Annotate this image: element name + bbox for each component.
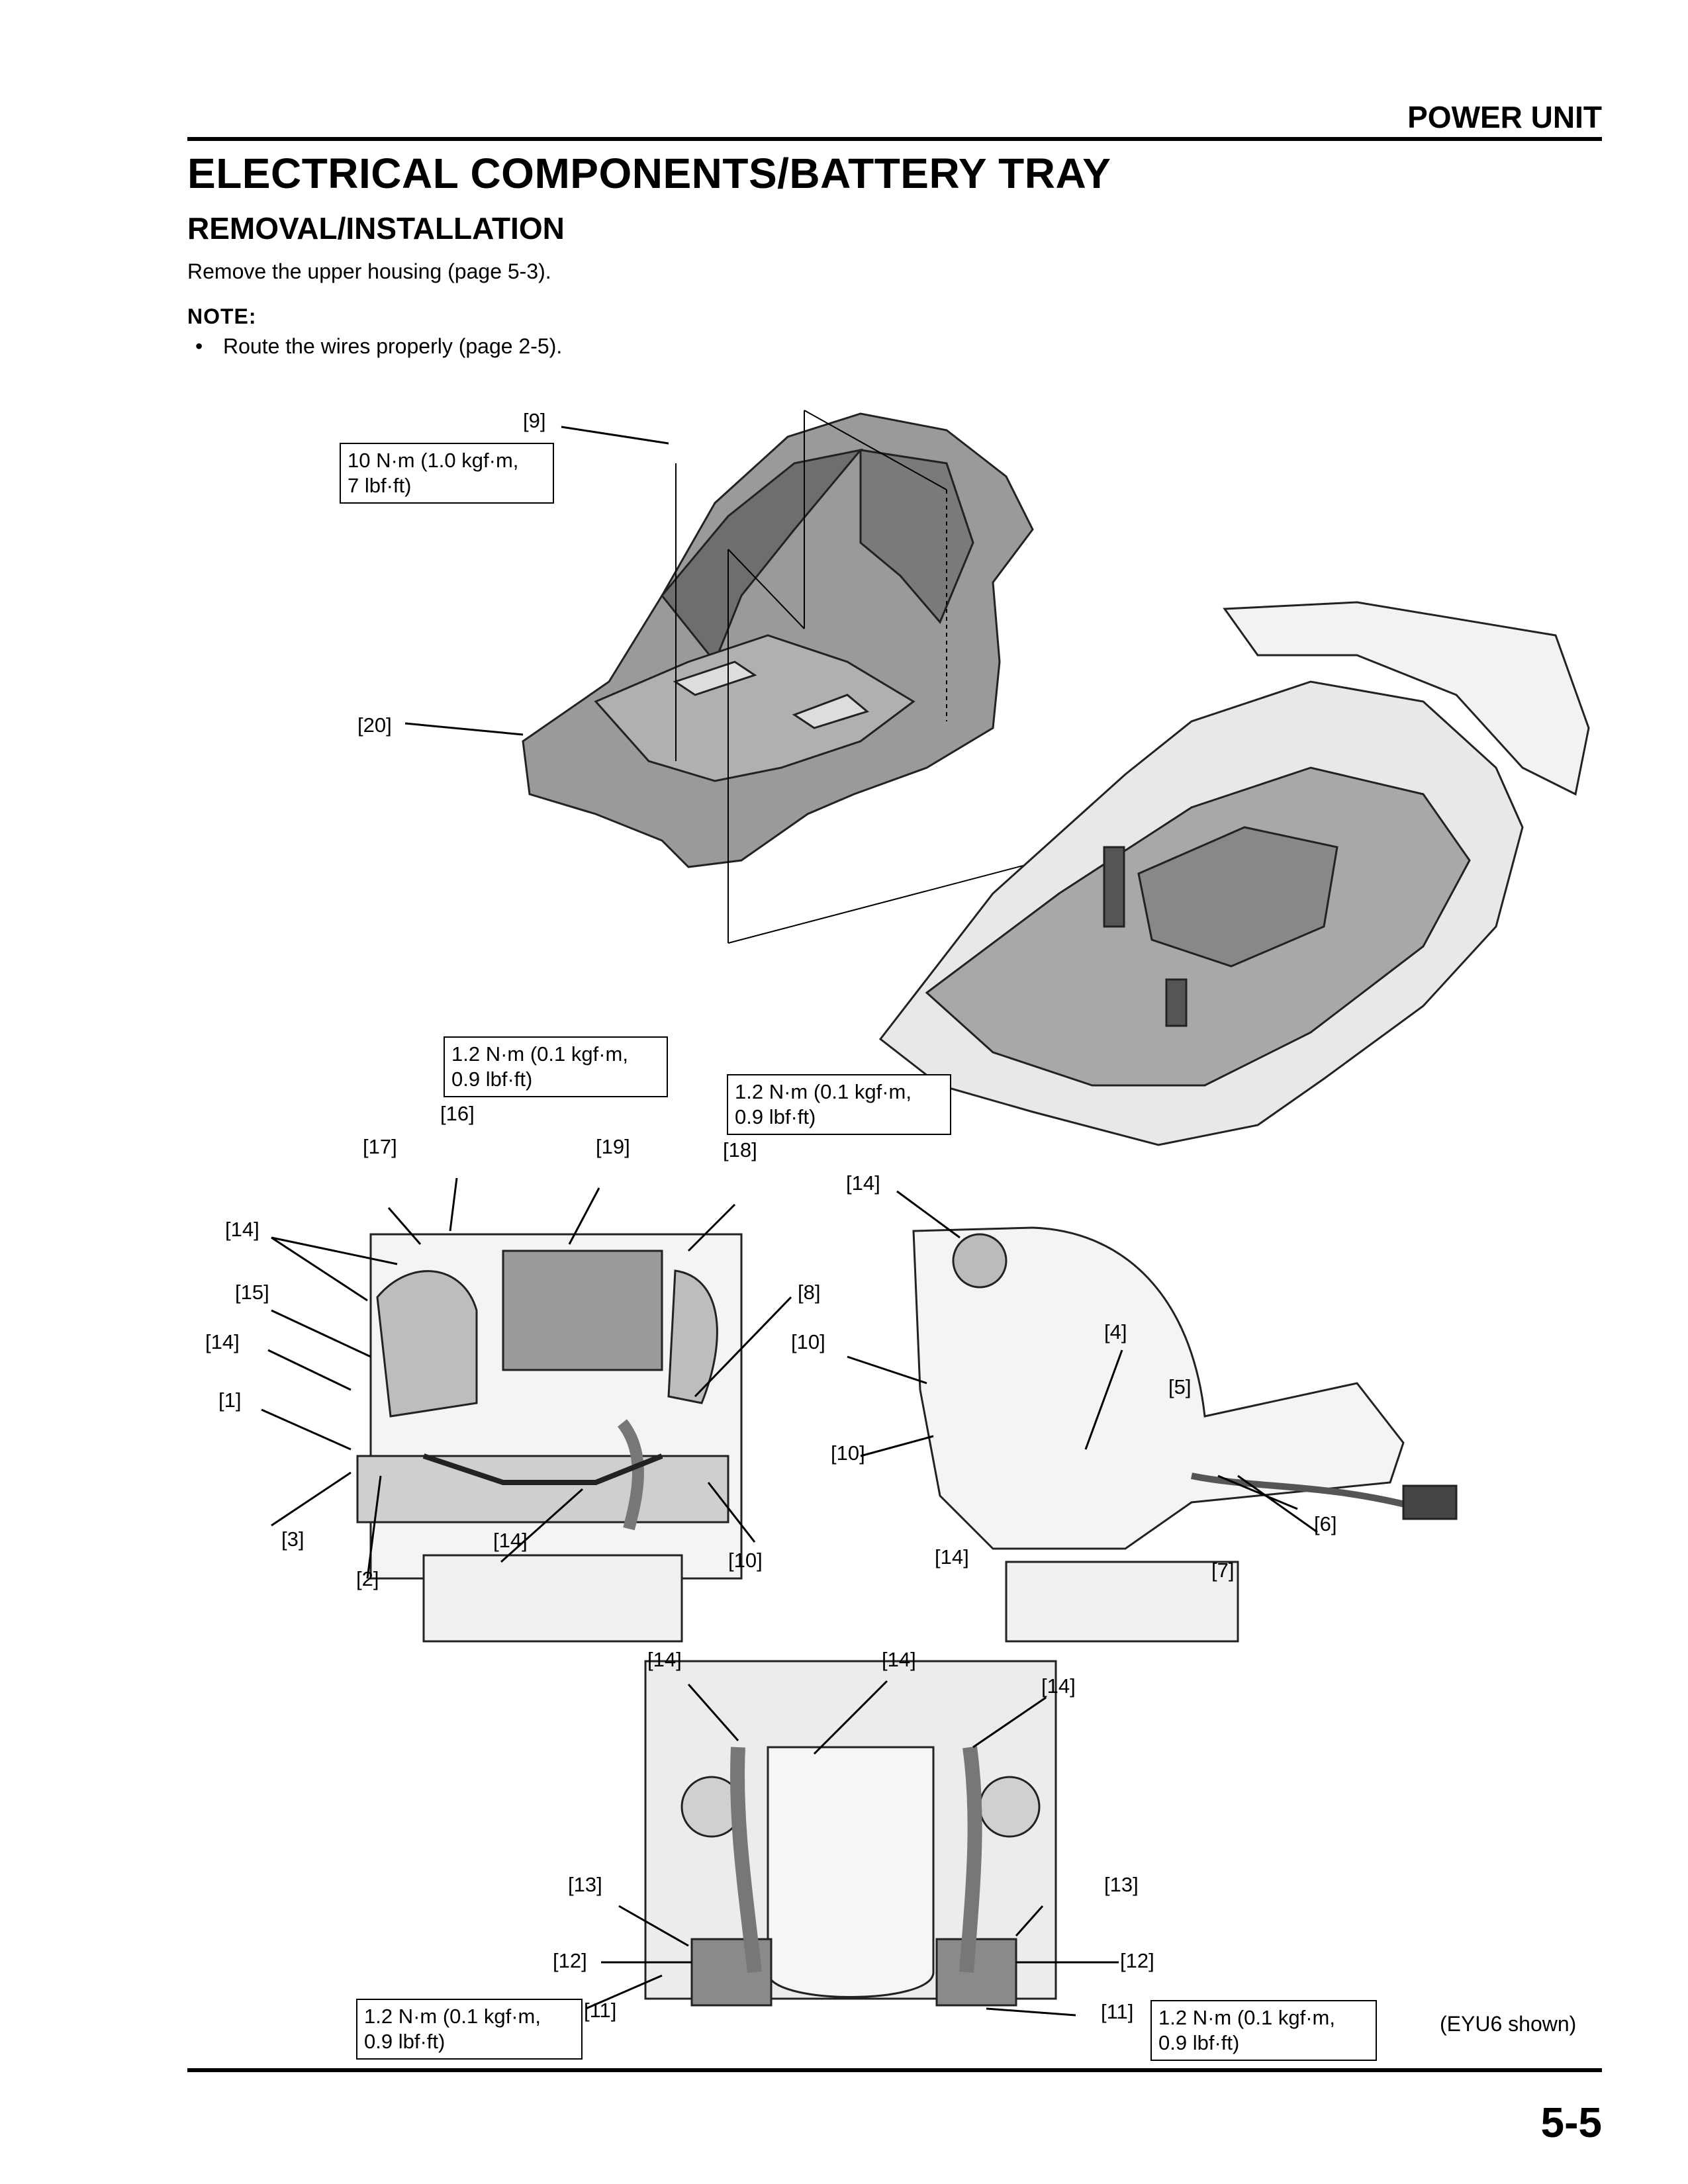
- front-view-drawing: [356, 1233, 743, 1643]
- callout-6: [6]: [1314, 1512, 1337, 1535]
- callout-5: [5]: [1168, 1375, 1192, 1398]
- section-header: POWER UNIT: [1407, 100, 1602, 134]
- callout-20: [20]: [357, 713, 392, 737]
- callout-15: [15]: [235, 1281, 269, 1304]
- lower-housing-drawing: [878, 601, 1590, 1146]
- torque-box-18: 1.2 N·m (0.1 kgf·m, 0.9 lbf·ft): [727, 1074, 951, 1135]
- callout-12a: [12]: [553, 1949, 587, 1972]
- callout-14h: [14]: [1041, 1674, 1076, 1698]
- callout-14c: [14]: [493, 1529, 528, 1552]
- callout-17: [17]: [363, 1135, 397, 1158]
- leader-lines: [261, 426, 1318, 2017]
- callout-9: [9]: [523, 409, 546, 432]
- callout-10a: [10]: [728, 1549, 763, 1572]
- callout-8: [8]: [798, 1281, 821, 1304]
- footer-rule: [187, 2068, 1602, 2072]
- callout-14a: [14]: [225, 1218, 259, 1241]
- callout-13a: [13]: [568, 1873, 602, 1896]
- page-number: 5-5: [1540, 2099, 1603, 2146]
- torque-box-16: 1.2 N·m (0.1 kgf·m, 0.9 lbf·ft): [444, 1036, 668, 1097]
- torque-box-9: 10 N·m (1.0 kgf·m, 7 lbf·ft): [340, 443, 554, 504]
- callout-12b: [12]: [1120, 1949, 1154, 1972]
- intro-text: Remove the upper housing (page 5-3).: [187, 259, 551, 283]
- note-item-text: Route the wires properly (page 2-5).: [223, 334, 563, 358]
- bullet-icon: •: [195, 334, 203, 358]
- torque-box-11a: 1.2 N·m (0.1 kgf·m, 0.9 lbf·ft): [356, 1999, 583, 2060]
- callout-3: [3]: [281, 1527, 305, 1551]
- bottom-view-drawing: [644, 1660, 1057, 2007]
- page-title: ELECTRICAL COMPONENTS/BATTERY TRAY: [187, 150, 1111, 197]
- callout-14f: [14]: [647, 1648, 682, 1671]
- callout-14g: [14]: [882, 1648, 916, 1671]
- model-caption: (EYU6 shown): [1440, 2012, 1577, 2036]
- callout-14e: [14]: [935, 1545, 969, 1569]
- callout-1: [1]: [218, 1388, 242, 1412]
- header-rule: [187, 137, 1602, 141]
- callout-14b: [14]: [205, 1330, 240, 1353]
- section-subtitle: REMOVAL/INSTALLATION: [187, 211, 565, 246]
- callout-14d: [14]: [846, 1171, 880, 1195]
- note-label: NOTE:: [187, 304, 257, 328]
- callout-11b: [11]: [1101, 2000, 1134, 2023]
- side-view-drawing: [912, 1226, 1458, 1643]
- callout-11a: [11]: [584, 1999, 617, 2022]
- battery-tray-drawing: [522, 412, 1034, 868]
- callout-18: [18]: [723, 1138, 757, 1161]
- callout-16: [16]: [440, 1102, 475, 1125]
- callout-19: [19]: [596, 1135, 630, 1158]
- callout-13b: [13]: [1104, 1873, 1139, 1896]
- note-item: • Route the wires properly (page 2-5).: [195, 334, 562, 359]
- callout-4: [4]: [1104, 1320, 1127, 1343]
- callout-7: [7]: [1211, 1559, 1235, 1582]
- callout-2: [2]: [356, 1567, 379, 1590]
- callout-10b: [10]: [791, 1330, 825, 1353]
- torque-box-11b: 1.2 N·m (0.1 kgf·m, 0.9 lbf·ft): [1150, 2000, 1377, 2061]
- callout-10c: [10]: [831, 1441, 865, 1465]
